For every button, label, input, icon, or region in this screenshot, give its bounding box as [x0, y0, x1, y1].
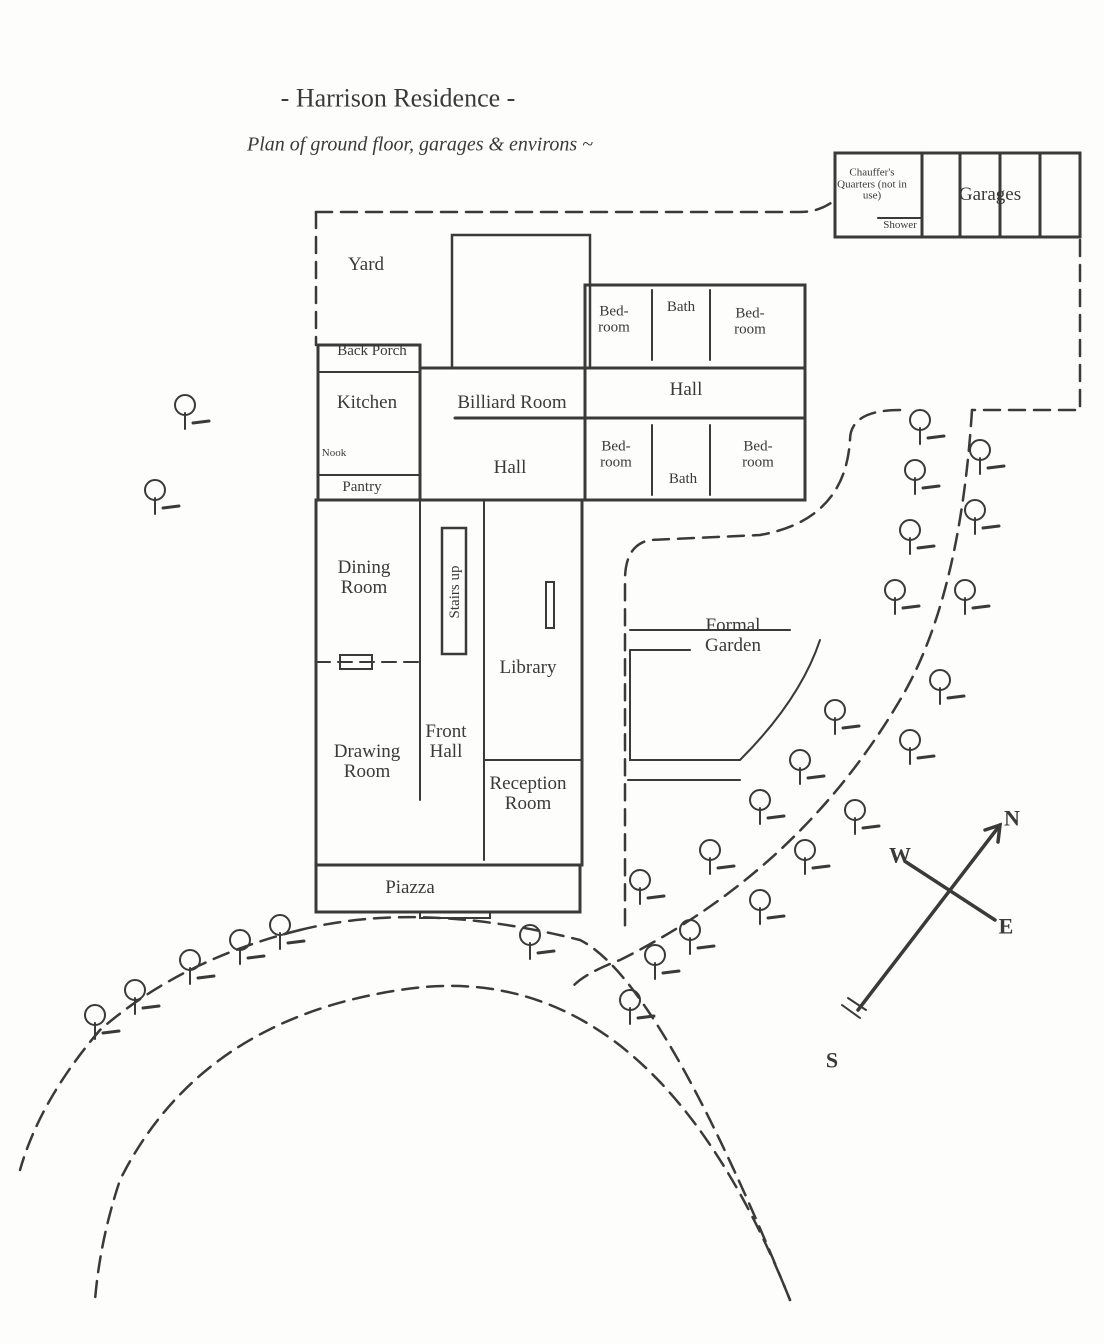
compass-north: N [1004, 805, 1020, 831]
compass-east: E [998, 913, 1014, 939]
tree-icon [844, 799, 881, 835]
tree-icon [749, 789, 786, 825]
label-piazza: Piazza [385, 877, 435, 899]
garage-building [833, 151, 1082, 239]
tree-icon [229, 929, 266, 965]
tree-icon [789, 749, 826, 785]
label-nook: Nook [321, 447, 347, 460]
tree-icon [699, 839, 736, 875]
trees [84, 394, 1006, 1040]
tree-icon [749, 889, 786, 925]
label-garages: Garages [958, 184, 1022, 206]
tree-icon [679, 919, 716, 955]
label-chauffeur-quarters: Chauffer's Quarters (not in use) [837, 166, 907, 202]
label-hall-upper: Hall [669, 379, 703, 401]
label-drawing-room: Drawing Room [333, 741, 401, 782]
label-library: Library [499, 657, 557, 679]
plan-subtitle: Plan of ground floor, garages & environs… [246, 133, 594, 156]
plan-title: - Harrison Residence - [280, 83, 516, 113]
label-formal-garden: Formal Garden [705, 615, 761, 656]
label-bedroom-3: Bed-room [600, 438, 632, 470]
compass-west: W [889, 842, 911, 868]
tree-icon [619, 989, 656, 1025]
tree-icon [174, 394, 211, 430]
label-bedroom-1: Bed-room [598, 303, 630, 335]
tree-icon [904, 459, 941, 495]
label-bedroom-4: Bed-room [742, 438, 774, 470]
tree-icon [909, 409, 946, 445]
tree-icon [144, 479, 181, 515]
tree-icon [84, 1004, 121, 1040]
label-pantry: Pantry [342, 479, 382, 496]
label-kitchen: Kitchen [336, 392, 398, 414]
label-billiard-room: Billiard Room [457, 392, 567, 414]
tree-icon [824, 699, 861, 735]
tree-icon [124, 979, 161, 1015]
tree-icon [969, 439, 1006, 475]
tree-icon [644, 944, 681, 980]
label-bath-1: Bath [666, 299, 696, 316]
tree-icon [179, 949, 216, 985]
label-dining-room: Dining Room [337, 557, 391, 598]
tree-icon [794, 839, 831, 875]
label-bedroom-2: Bed-room [734, 305, 766, 337]
label-bath-2: Bath [668, 471, 698, 488]
label-back-porch: Back Porch [337, 343, 407, 360]
label-shower: Shower [883, 219, 917, 232]
tree-icon [929, 669, 966, 705]
tree-icon [269, 914, 306, 950]
tree-icon [954, 579, 991, 615]
tree-icon [899, 729, 936, 765]
compass-south: S [825, 1047, 839, 1073]
label-reception-room: Reception Room [489, 773, 567, 814]
tree-icon [519, 924, 556, 960]
formal-garden-beds [627, 629, 821, 781]
label-stairs: Stairs up [447, 565, 464, 619]
tree-icon [899, 519, 936, 555]
compass-rose [841, 822, 1003, 1019]
house-walls [314, 233, 807, 919]
label-hall-lower: Hall [493, 457, 527, 479]
driveway [18, 198, 1082, 1302]
tree-icon [884, 579, 921, 615]
label-yard: Yard [347, 254, 385, 276]
label-front-hall: Front Hall [425, 721, 467, 762]
tree-icon [629, 869, 666, 905]
tree-icon [964, 499, 1001, 535]
